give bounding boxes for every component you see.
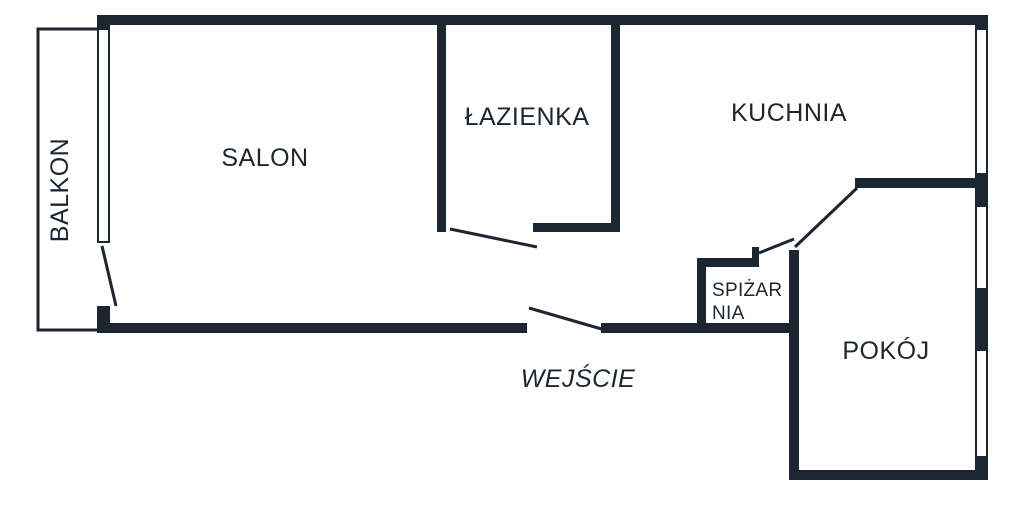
door-swing-entrance (528, 306, 606, 332)
balcony-wall (36, 27, 100, 332)
door-swing-balcony (100, 245, 118, 307)
window-kitchen (975, 28, 988, 175)
wall-top (97, 15, 988, 25)
door-swing-pokoj (793, 186, 859, 249)
label-spizarnia-line1: SPIŻAR (712, 280, 782, 301)
window-right-middle (975, 205, 988, 290)
window-balcony (97, 28, 110, 243)
door-swing-pantry (758, 237, 795, 255)
label-lazienka: ŁAZIENKA (465, 103, 590, 131)
wall-right-mid1 (975, 172, 988, 206)
wall-right-bottom (975, 456, 988, 480)
wall-bathroom-right (611, 15, 620, 232)
wall-kitchen-pokoj-divider (855, 178, 988, 188)
door-swing-bathroom (449, 227, 538, 249)
wall-right-mid2 (975, 288, 988, 350)
wall-left-top-corner (97, 15, 110, 32)
label-kuchnia: KUCHNIA (731, 99, 847, 127)
door-jamb-pantry (752, 247, 759, 267)
wall-pokoj-bottom (789, 470, 988, 480)
label-salon: SALON (221, 144, 308, 172)
wall-pantry-top (697, 258, 759, 267)
wall-pokoj-left (789, 250, 799, 480)
label-wejscie: WEJŚCIE (521, 363, 636, 393)
wall-right-top (975, 15, 988, 31)
window-pokoj (975, 349, 988, 458)
label-spizarnia-line2: NIA (712, 303, 745, 324)
wall-bathroom-left (437, 15, 446, 232)
wall-bottom-left (97, 323, 527, 333)
wall-pantry-left (697, 258, 706, 333)
wall-bathroom-bottom (533, 223, 620, 232)
label-pokoj: POKÓJ (842, 336, 929, 365)
label-balkon: BALKON (46, 138, 74, 242)
